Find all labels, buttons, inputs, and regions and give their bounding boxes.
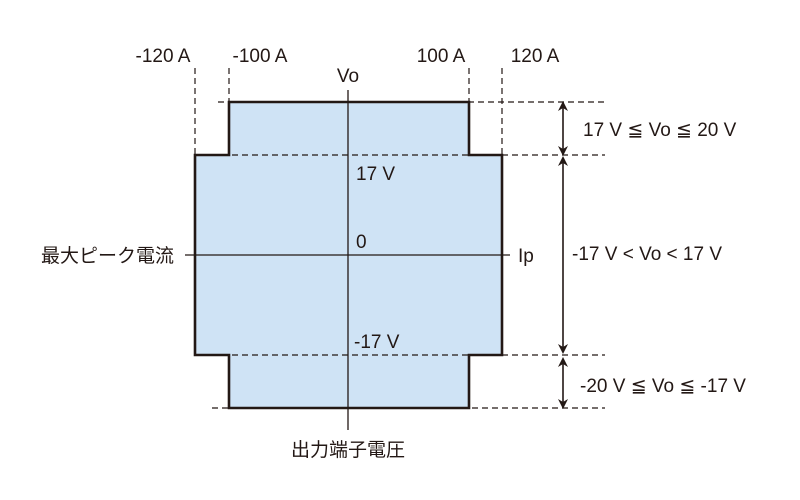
label-neg120a: -120 A xyxy=(136,46,191,67)
label-neg17v: -17 V xyxy=(354,332,400,353)
range-middle-label: -17 V < Vo < 17 V xyxy=(572,244,722,265)
output-voltage-title: 出力端子電圧 xyxy=(291,439,405,461)
guide-lines xyxy=(194,68,605,409)
origin-label: 0 xyxy=(356,232,367,253)
vo-axis-label: Vo xyxy=(337,66,359,87)
ip-axis-label: Ip xyxy=(518,246,534,267)
peak-current-title: 最大ピーク電流 xyxy=(41,245,174,267)
label-neg100a: -100 A xyxy=(233,46,288,67)
label-120a: 120 A xyxy=(511,46,560,67)
label-17v: 17 V xyxy=(356,164,395,185)
range-upper-label: 17 V ≦ Vo ≦ 20 V xyxy=(583,120,737,141)
label-100a: 100 A xyxy=(417,46,466,67)
range-lower-label: -20 V ≦ Vo ≦ -17 V xyxy=(580,376,746,397)
